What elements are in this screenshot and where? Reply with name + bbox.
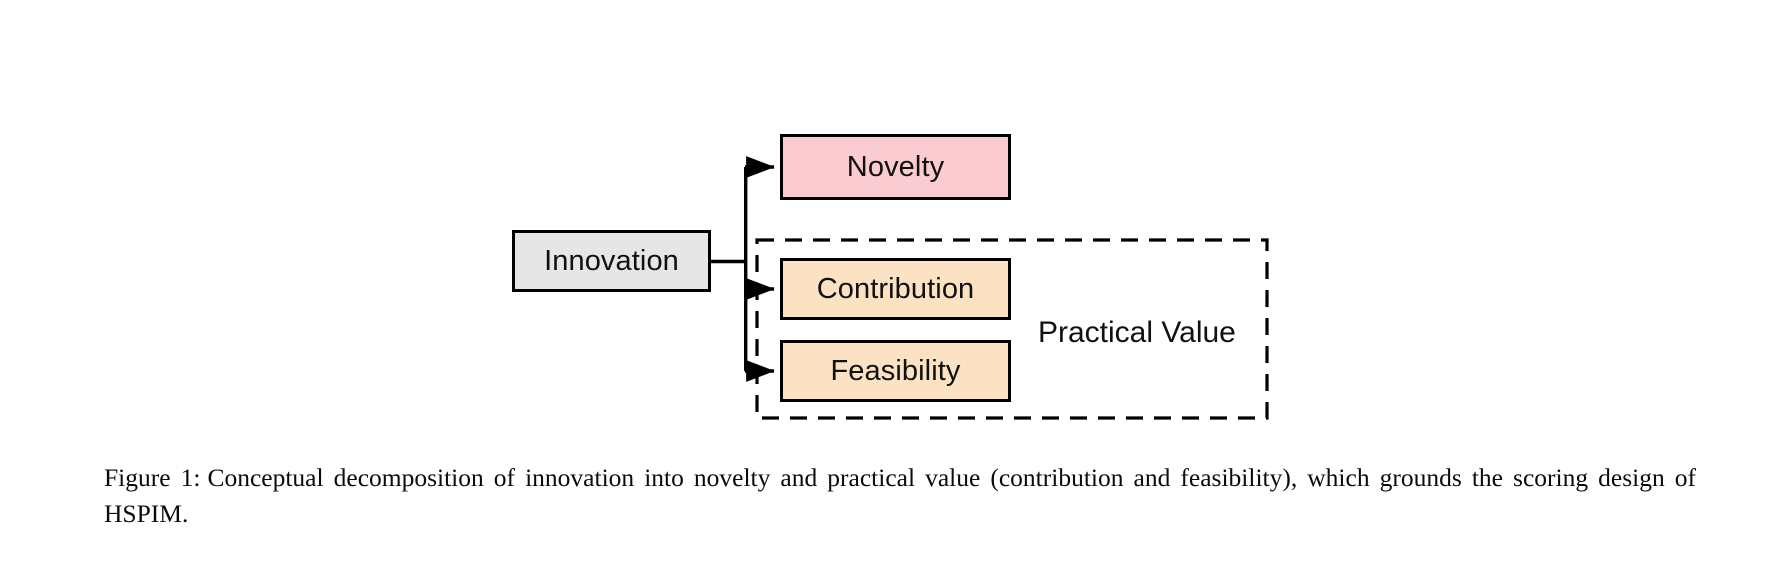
node-innovation[interactable]: Innovation — [512, 230, 711, 292]
node-contribution[interactable]: Contribution — [780, 258, 1011, 320]
figure-caption-text: Conceptual decomposition of innovation i… — [104, 463, 1696, 529]
figure-caption-label: Figure 1: — [104, 463, 201, 492]
practical-value-group-box — [755, 238, 1269, 420]
figure-canvas: Innovation Novelty Contribution Feasibil… — [512, 134, 1269, 420]
diagram-svg — [711, 156, 1269, 420]
node-feasibility[interactable]: Feasibility — [780, 340, 1011, 402]
practical-value-group-label: Practical Value — [1038, 316, 1236, 349]
node-contribution-label: Contribution — [816, 272, 975, 305]
figure-caption: Figure 1:Conceptual decomposition of inn… — [104, 460, 1696, 532]
node-novelty[interactable]: Novelty — [780, 134, 1011, 200]
node-novelty-label: Novelty — [846, 150, 945, 183]
node-innovation-label: Innovation — [544, 244, 679, 277]
node-feasibility-label: Feasibility — [830, 354, 961, 387]
